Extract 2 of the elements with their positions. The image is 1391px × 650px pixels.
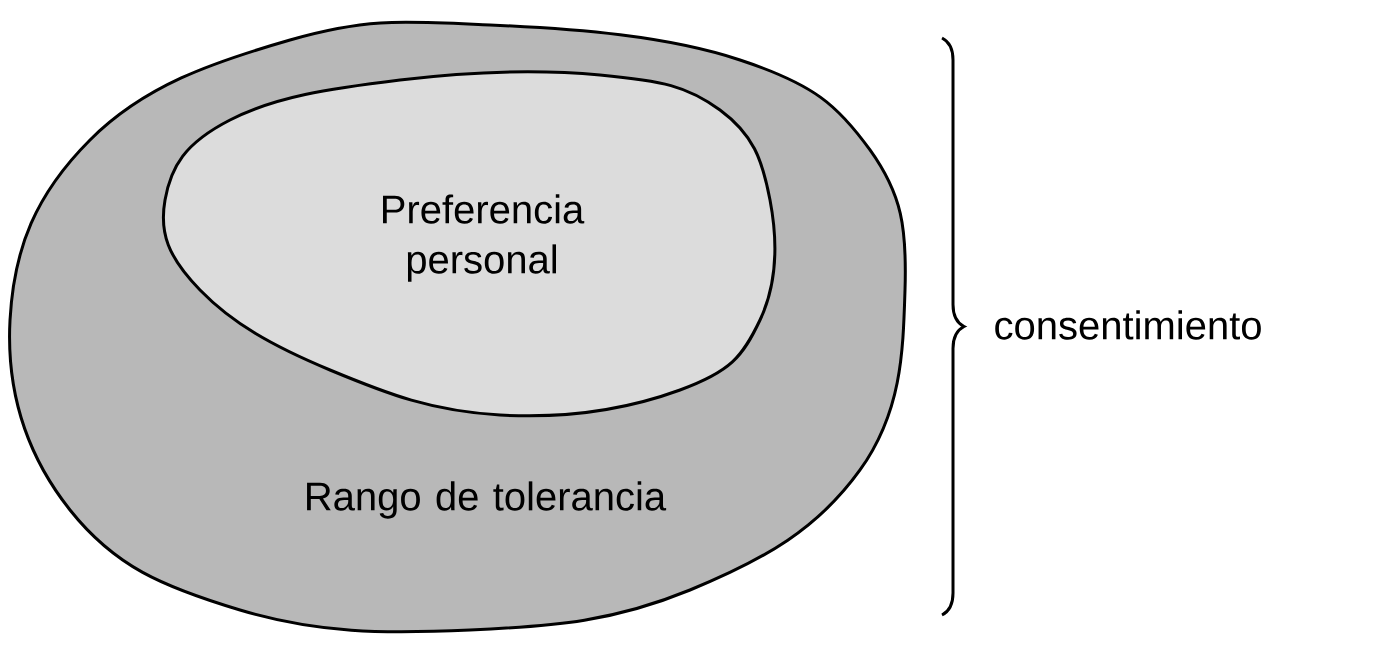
brace-label: consentimiento xyxy=(995,310,1261,340)
inner-blob: Preferencia personal xyxy=(161,70,777,418)
